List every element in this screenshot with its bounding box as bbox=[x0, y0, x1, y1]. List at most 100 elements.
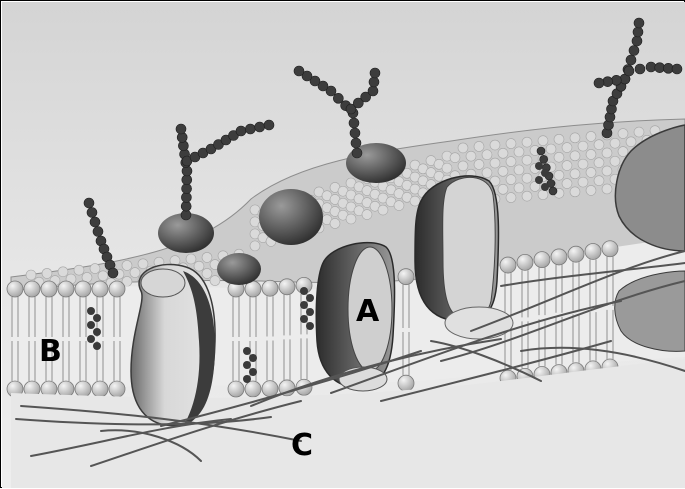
protein-foot bbox=[445, 307, 513, 339]
surface-head-icon bbox=[586, 185, 596, 195]
surface-head-icon bbox=[498, 148, 508, 158]
phospholipid-head-icon bbox=[398, 269, 414, 285]
phospholipid-head-icon bbox=[92, 281, 108, 297]
surface-head-icon bbox=[594, 140, 604, 150]
sugar-bead bbox=[182, 184, 192, 194]
label-c: C bbox=[291, 431, 313, 461]
sugar-bead bbox=[537, 147, 545, 155]
surface-head-icon bbox=[570, 169, 580, 179]
phospholipid-head-icon bbox=[92, 381, 108, 397]
sugar-bead bbox=[370, 68, 380, 78]
cholesterol-icon bbox=[243, 375, 251, 383]
surface-head-icon bbox=[202, 252, 212, 262]
cholesterol-icon bbox=[306, 322, 314, 330]
cholesterol-icon bbox=[306, 294, 314, 302]
sugar-bead bbox=[632, 36, 642, 46]
surface-head-icon bbox=[618, 129, 628, 139]
surface-head-icon bbox=[506, 139, 516, 149]
surface-head-icon bbox=[394, 201, 404, 211]
surface-head-icon bbox=[610, 156, 620, 166]
surface-head-icon bbox=[578, 177, 588, 187]
surface-head-icon bbox=[538, 190, 548, 200]
cholesterol-icon bbox=[243, 347, 251, 355]
surface-head-icon bbox=[458, 143, 468, 153]
sugar-bead bbox=[87, 208, 97, 218]
surface-head-icon bbox=[514, 147, 524, 157]
cholesterol-icon bbox=[93, 342, 101, 350]
phospholipid-head-icon bbox=[279, 279, 295, 295]
surface-head-icon bbox=[538, 136, 548, 146]
surface-head-icon bbox=[42, 268, 52, 278]
sugar-bead bbox=[255, 122, 265, 132]
surface-head-icon bbox=[570, 151, 580, 161]
cholesterol-icon bbox=[535, 162, 543, 170]
surface-head-icon bbox=[466, 151, 476, 161]
surface-head-icon bbox=[378, 205, 388, 215]
sugar-bead bbox=[549, 187, 557, 195]
surface-head-icon bbox=[554, 134, 564, 144]
sugar-bead bbox=[672, 64, 682, 74]
surface-head-icon bbox=[586, 149, 596, 159]
sugar-bead bbox=[633, 27, 643, 37]
sugar-bead bbox=[108, 268, 118, 278]
sugar-bead bbox=[594, 78, 604, 88]
surface-head-icon bbox=[98, 271, 108, 281]
surface-head-icon bbox=[186, 254, 196, 264]
phospholipid-head-icon bbox=[262, 381, 278, 397]
phospholipid-head-icon bbox=[398, 375, 414, 391]
surface-head-icon bbox=[570, 133, 580, 143]
phospholipid-head-icon bbox=[109, 281, 125, 297]
cholesterol-icon bbox=[300, 315, 308, 323]
surface-head-icon bbox=[578, 141, 588, 151]
surface-head-icon bbox=[474, 159, 484, 169]
sugar-bead bbox=[181, 201, 191, 211]
cholesterol-icon bbox=[541, 183, 549, 191]
sugar-bead bbox=[349, 118, 359, 128]
dome-protein bbox=[217, 253, 261, 285]
phospholipid-head-icon bbox=[551, 249, 567, 265]
cholesterol-icon bbox=[243, 361, 251, 369]
sugar-bead bbox=[182, 175, 192, 185]
phospholipid-head-icon bbox=[585, 243, 601, 259]
surface-head-icon bbox=[514, 165, 524, 175]
surface-head-icon bbox=[594, 158, 604, 168]
surface-head-icon bbox=[586, 131, 596, 141]
surface-head-icon bbox=[138, 259, 148, 269]
surface-head-icon bbox=[450, 153, 460, 163]
cholesterol-icon bbox=[300, 301, 308, 309]
sugar-bead bbox=[634, 18, 644, 28]
surface-head-icon bbox=[522, 155, 532, 165]
sugar-bead bbox=[93, 227, 103, 237]
cholesterol-icon bbox=[249, 368, 257, 376]
surface-head-icon bbox=[562, 143, 572, 153]
cholesterol-icon bbox=[300, 287, 308, 295]
surface-head-icon bbox=[562, 161, 572, 171]
sugar-bead bbox=[352, 148, 362, 158]
surface-head-icon bbox=[346, 214, 356, 224]
cholesterol-icon bbox=[87, 321, 95, 329]
surface-head-icon bbox=[130, 268, 140, 278]
surface-head-icon bbox=[602, 184, 612, 194]
surface-head-icon bbox=[482, 168, 492, 178]
label-b: B bbox=[39, 337, 62, 367]
phospholipid-head-icon bbox=[245, 381, 261, 397]
surface-head-icon bbox=[522, 173, 532, 183]
surface-head-icon bbox=[506, 157, 516, 167]
surface-head-icon bbox=[522, 191, 532, 201]
surface-head-icon bbox=[194, 261, 204, 271]
sugar-bead bbox=[176, 124, 186, 134]
surface-head-icon bbox=[554, 170, 564, 180]
surface-head-icon bbox=[202, 268, 212, 278]
sugar-bead bbox=[624, 66, 634, 76]
surface-head-icon bbox=[74, 265, 84, 275]
sugar-bead bbox=[603, 77, 613, 87]
phospholipid-head-icon bbox=[24, 281, 40, 297]
sugar-bead bbox=[351, 138, 361, 148]
surface-head-icon bbox=[250, 241, 260, 251]
phospholipid-head-icon bbox=[58, 281, 74, 297]
surface-head-icon bbox=[498, 184, 508, 194]
sugar-bead bbox=[350, 128, 360, 138]
protein-face bbox=[443, 177, 496, 318]
surface-head-icon bbox=[602, 148, 612, 158]
